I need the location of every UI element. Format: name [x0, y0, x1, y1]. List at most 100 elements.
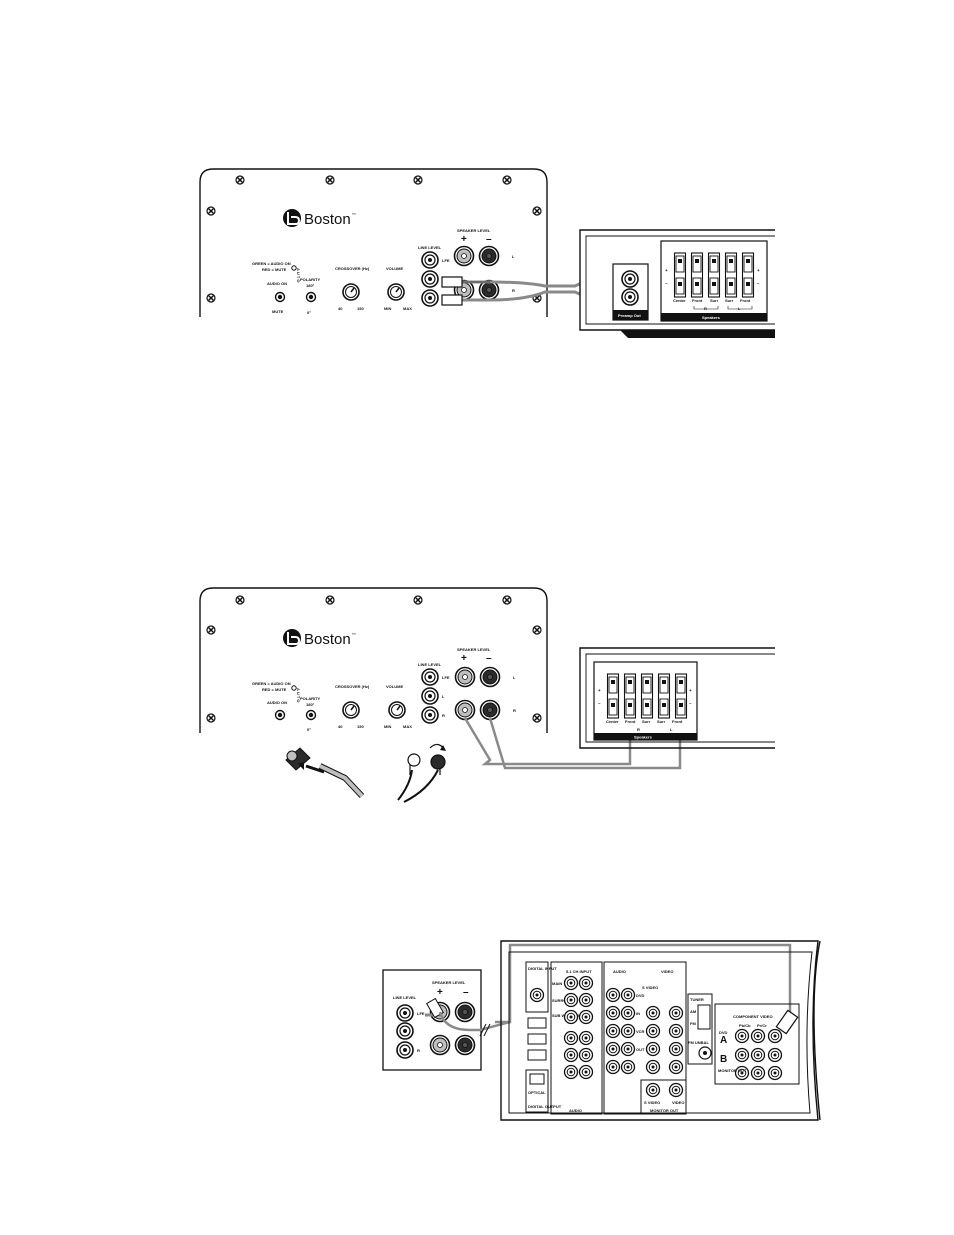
- front-r-label: Front: [692, 298, 703, 303]
- l-jack-3[interactable]: [396, 1022, 414, 1040]
- lfe-label-2: LFE: [442, 675, 450, 680]
- preamp-out-l[interactable]: [621, 270, 639, 288]
- minus-label-3: –: [463, 987, 469, 998]
- preamp-out-label: Preamp Out: [618, 313, 641, 318]
- component-video-label: COMPONENT VIDEO: [733, 1014, 773, 1019]
- tuner-label: TUNER: [690, 997, 704, 1002]
- s-video-label-2: S VIDEO: [644, 1100, 660, 1105]
- volume-max: MAX: [403, 306, 412, 311]
- spk-l-minus-2[interactable]: [479, 666, 501, 688]
- spk-r-plus-3[interactable]: [429, 1034, 451, 1056]
- plus-label: +: [461, 234, 467, 245]
- status-line1: GREEN = AUDIO ON: [252, 261, 291, 266]
- status-line1-2: GREEN = AUDIO ON: [252, 681, 291, 686]
- status-line2: RED = MUTE: [262, 267, 287, 272]
- lfe-jack-2[interactable]: [421, 668, 439, 686]
- surround-label: SURROUND: [552, 998, 575, 1003]
- r-group-label: R: [704, 306, 707, 311]
- minus-label-2: –: [486, 653, 492, 664]
- lfe-jack[interactable]: [421, 251, 439, 269]
- crossover-label-2: CROSSOVER (Hz): [335, 684, 370, 689]
- volume-label-2: VOLUME: [386, 684, 403, 689]
- video-cable: [438, 943, 799, 1037]
- audio-switch-2[interactable]: [274, 709, 286, 721]
- am-label: AM: [690, 1009, 697, 1014]
- polarity-switch-2[interactable]: [305, 709, 317, 721]
- spk-l-plus-2[interactable]: [454, 666, 476, 688]
- crossover-max: 150: [357, 306, 364, 311]
- r-jack[interactable]: [421, 289, 439, 307]
- volume-knob-2[interactable]: [388, 701, 406, 719]
- subwoofer-panel: Boston ™ GREEN = AUDIO ON RED = MUTE AUD…: [199, 168, 548, 317]
- r-jack-2[interactable]: [421, 706, 439, 724]
- preamp-out-r[interactable]: [621, 288, 639, 306]
- audio-switch[interactable]: [274, 291, 286, 303]
- spk-r-minus-2[interactable]: [479, 699, 501, 721]
- digital-output-label: DIGITAL OUTPUT: [528, 1104, 562, 1109]
- l-jack[interactable]: [421, 270, 439, 288]
- audio-on-label: AUDIO ON: [267, 281, 287, 286]
- receiver-2: +– +– Center Front Surr Surr Front R L S…: [579, 647, 775, 749]
- spk-r-minus-3[interactable]: [454, 1034, 476, 1056]
- brand-tm-2: ™: [352, 632, 356, 637]
- s-video-label-1: S VIDEO: [642, 985, 658, 990]
- front-r-label-2: Front: [625, 719, 636, 724]
- volume-max-2: MAX: [403, 724, 412, 729]
- spk-l-plus[interactable]: [453, 245, 475, 267]
- main-label: MAIN: [552, 981, 562, 986]
- polarity-switch[interactable]: [305, 291, 317, 303]
- svg-text:+: +: [665, 268, 668, 273]
- front-l-label: Front: [740, 298, 751, 303]
- center-label: Center: [673, 298, 686, 303]
- diagram-av-receiver-connection: LINE LEVEL LFE R SPEAKER LEVEL + –: [382, 940, 821, 1121]
- crossover-max-2: 150: [357, 724, 364, 729]
- svg-text:–: –: [665, 281, 668, 286]
- diagram-speaker-level-connection: Boston ™ GREEN = AUDIO ON RED = MUTE AUD…: [199, 587, 775, 803]
- spk-minus-3[interactable]: [454, 1001, 476, 1023]
- r-jack-3[interactable]: [396, 1041, 414, 1059]
- r-label-3: R: [417, 1048, 420, 1053]
- ch51-input-label: 5.1 CH INPUT: [566, 969, 592, 974]
- l-jack-label-2: L: [442, 694, 445, 699]
- polarity-label: POLARITY: [300, 277, 321, 282]
- spk-l-minus[interactable]: [478, 245, 500, 267]
- speaker-level-label-2: SPEAKER LEVEL: [457, 647, 491, 652]
- speakers-label-2: Speakers: [634, 735, 653, 740]
- fm-unbal-label: FM UNBAL: [688, 1040, 709, 1045]
- svg-text:–: –: [598, 701, 601, 706]
- l-jack-2[interactable]: [421, 687, 439, 705]
- volume-label: VOLUME: [386, 266, 403, 271]
- status-line2-2: RED = MUTE: [262, 687, 287, 692]
- line-level-label: LINE LEVEL: [418, 245, 442, 250]
- svg-text:–: –: [689, 701, 692, 706]
- video-label-1: VIDEO: [661, 969, 673, 974]
- vcr-label: VCR: [636, 1029, 645, 1034]
- boston-logo-2: Boston ™: [283, 629, 356, 648]
- minus-label: –: [486, 234, 492, 245]
- deg0-label: 0°: [307, 310, 311, 315]
- in-label: IN: [636, 1011, 640, 1016]
- speaker-level-label: SPEAKER LEVEL: [457, 228, 491, 233]
- lfe-jack-3[interactable]: [396, 1004, 414, 1022]
- monitor-out-label-1: MONITOR OUT: [650, 1108, 679, 1113]
- auto-label: A U T O: [296, 268, 301, 283]
- av-receiver: DIGITAL INPUT OPTICAL DIGITAL OUTPUT 5.1…: [500, 940, 821, 1121]
- boston-logo: Boston ™: [283, 209, 356, 228]
- fm-label: FM: [690, 1021, 696, 1026]
- wire-insert-illustration: [285, 747, 365, 799]
- r-jack-label-2: R: [442, 713, 445, 718]
- spk-r-plus-2[interactable]: [454, 699, 476, 721]
- plus-label-3: +: [437, 987, 443, 998]
- line-level-label-3: LINE LEVEL: [393, 995, 417, 1000]
- spk-r-label-2: R: [513, 708, 516, 713]
- crossover-knob-2[interactable]: [342, 701, 360, 719]
- pb-label: Pb/Cb: [739, 1023, 751, 1028]
- svg-text:+: +: [598, 688, 601, 693]
- volume-knob[interactable]: [387, 283, 405, 301]
- binding-post-illustration: [397, 743, 446, 803]
- receiver-1: Preamp Out +– +– Center Front Surr Surr …: [579, 229, 775, 338]
- crossover-knob[interactable]: [342, 283, 360, 301]
- optical-label: OPTICAL: [528, 1090, 546, 1095]
- monitor-out-label-2: MONITOR OUT: [718, 1068, 747, 1073]
